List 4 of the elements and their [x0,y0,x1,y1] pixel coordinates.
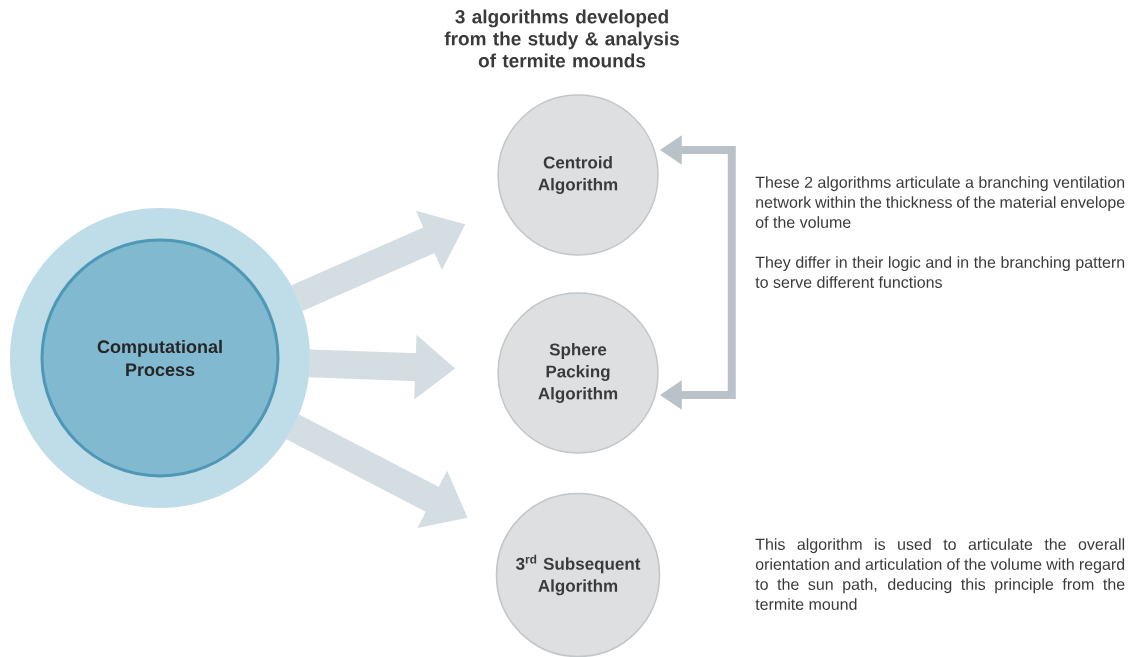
paragraph: They differ in their logic and in the branching pattern to serve different functions [755,256,1125,288]
paragraph: This algorithm is used to articulate the overall orientation and articulation of the volume with regard to the sun path, deducing this principle from the termite mound [755,538,1125,610]
paragraph: These 2 algorithms articulate a branching ventilation network within the thickness of the material envelope of the volume [755,176,1125,228]
title: 3 algorithms developed from the study & analysis of termite mounds [444,9,679,68]
